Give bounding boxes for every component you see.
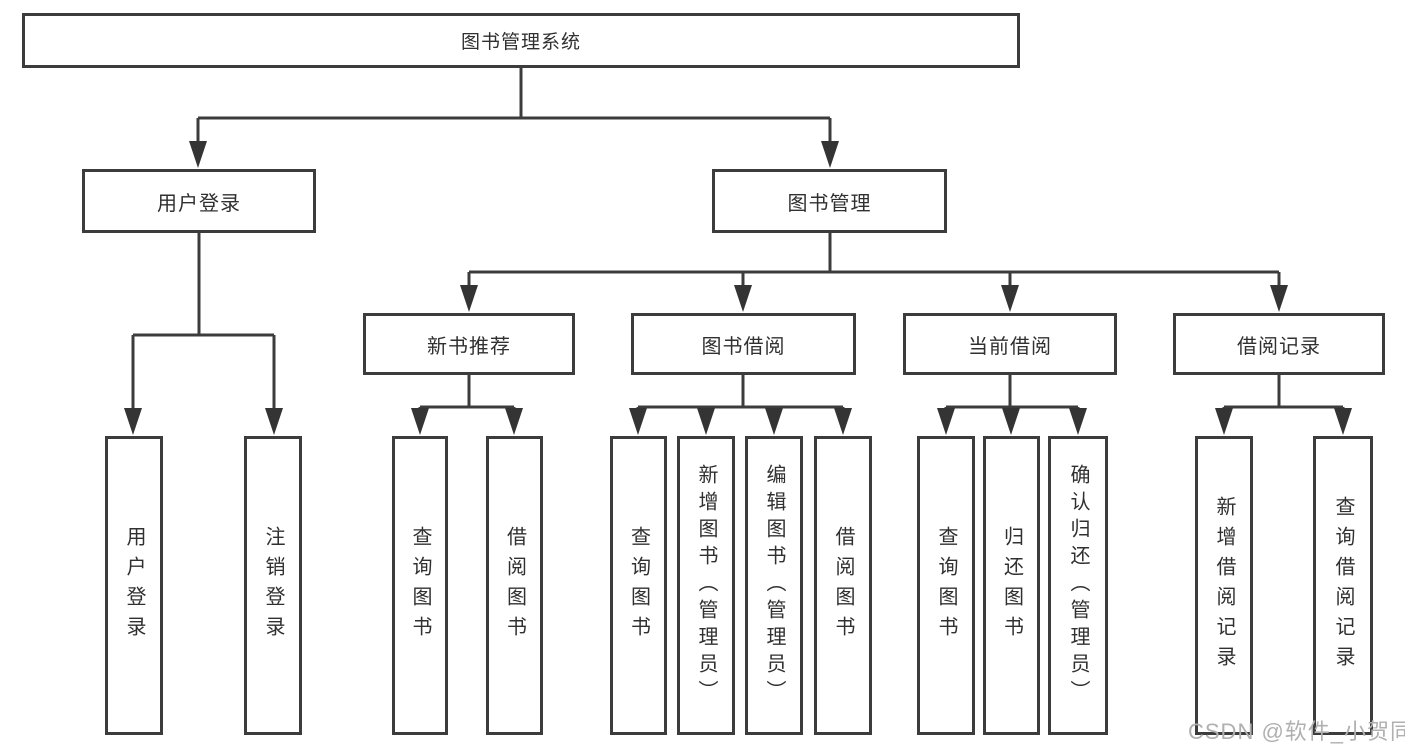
node-user-login: 用户登录 <box>82 169 316 233</box>
leaf-user-login: 用户登录 <box>105 436 163 735</box>
leaf-query-books-recommend: 查询图书 <box>392 436 448 735</box>
node-label: 图书管理 <box>787 192 872 215</box>
leaf-borrow-books-recommend: 借阅图书 <box>486 436 543 735</box>
node-label: 查询图书 <box>935 525 957 646</box>
leaf-add-borrow-record: 新增借阅记录 <box>1195 436 1253 735</box>
node-label: 新增图书（管理员） <box>695 464 717 707</box>
node-label: 用户登录 <box>157 192 241 215</box>
leaf-query-borrow-record: 查询借阅记录 <box>1313 436 1373 735</box>
arrowheads <box>124 141 1352 435</box>
node-book-management: 图书管理 <box>712 169 947 233</box>
leaf-query-books-current: 查询图书 <box>917 436 975 735</box>
node-label: 借阅记录 <box>1237 335 1321 358</box>
node-label: 图书借阅 <box>701 335 786 358</box>
node-label: 注销登录 <box>262 525 284 646</box>
leaf-borrow-books-borrowing: 借阅图书 <box>814 436 872 735</box>
node-label: 图书管理系统 <box>460 32 581 53</box>
node-label: 借阅图书 <box>832 525 854 646</box>
node-label: 当前借阅 <box>968 335 1052 358</box>
node-label: 借阅图书 <box>503 525 526 646</box>
node-borrow-records: 借阅记录 <box>1173 313 1385 375</box>
node-label: 归还图书 <box>1000 525 1023 646</box>
node-label: 查询借阅记录 <box>1332 495 1354 676</box>
node-label: 新增借阅记录 <box>1213 495 1235 676</box>
node-book-borrowing: 图书借阅 <box>631 313 856 375</box>
node-label: 新书推荐 <box>427 335 511 358</box>
leaf-return-books: 归还图书 <box>983 436 1040 735</box>
node-label: 查询图书 <box>627 525 650 646</box>
leaf-logout: 注销登录 <box>244 436 302 735</box>
leaf-add-books-admin: 新增图书（管理员） <box>677 436 735 735</box>
leaf-query-books-borrowing: 查询图书 <box>610 436 667 735</box>
node-label: 用户登录 <box>123 525 145 646</box>
node-library-management-system: 图书管理系统 <box>22 13 1020 68</box>
node-label: 编辑图书（管理员） <box>763 464 785 707</box>
csdn-watermark: CSDN @软件_小贺同学 <box>1188 719 1405 744</box>
node-label: 确认归还（管理员） <box>1067 464 1089 707</box>
leaf-edit-books-admin: 编辑图书（管理员） <box>745 436 803 735</box>
node-current-borrowing: 当前借阅 <box>903 313 1117 375</box>
node-label: 查询图书 <box>409 525 431 646</box>
node-new-book-recommend: 新书推荐 <box>363 313 575 375</box>
leaf-confirm-return-admin: 确认归还（管理员） <box>1048 436 1108 735</box>
